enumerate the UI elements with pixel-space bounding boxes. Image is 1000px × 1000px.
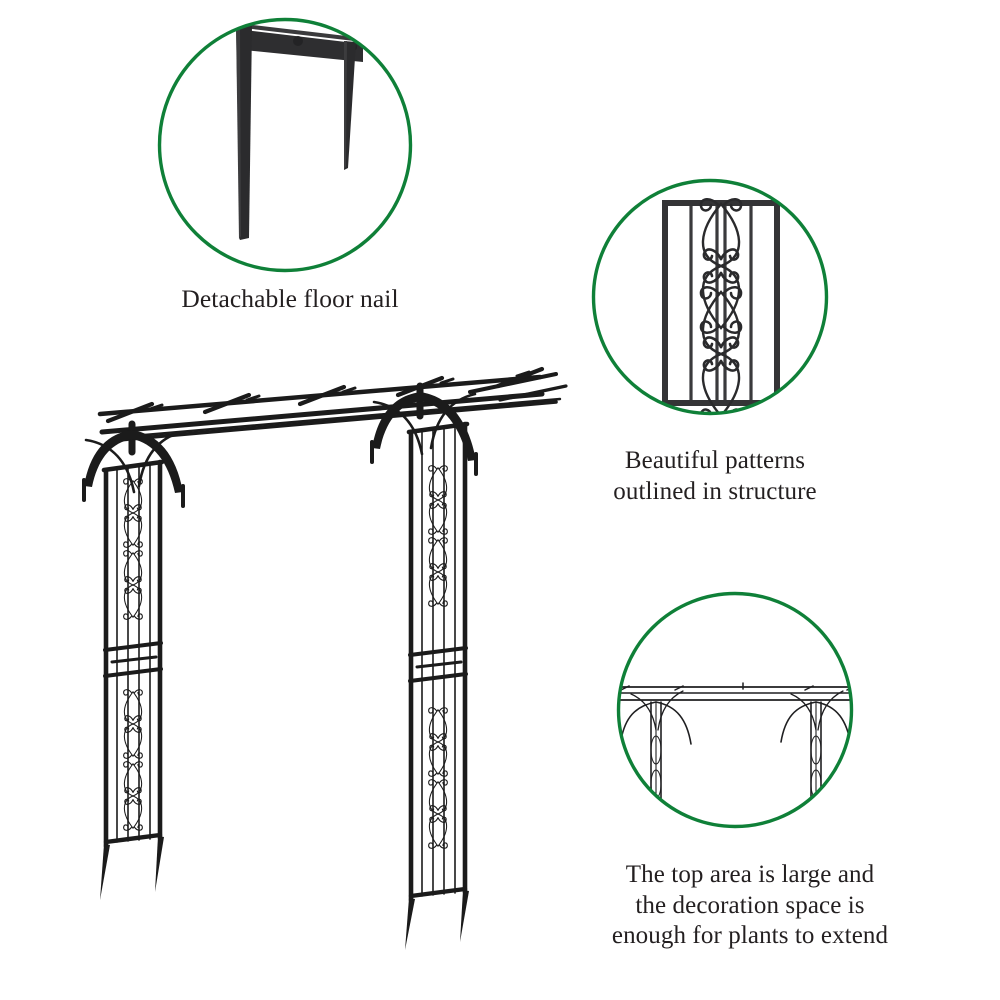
scrollwork-panel-photo [594,181,826,413]
callout-caption-floor-nail: Detachable floor nail [181,284,399,313]
callout-caption-beautiful-patterns: Beautiful patterns outlined in structure [613,447,817,505]
callout-detachable-floor-nail [157,17,413,273]
callout-beautiful-patterns [591,178,829,416]
callout-large-top-area [616,591,854,829]
ground-stake-photo [160,20,410,270]
callout-ring [616,591,854,829]
callout-ring [157,17,413,273]
callout-ring [591,178,829,416]
callout-caption-large-top-area: The top area is large and the decoration… [611,861,889,949]
arbor-top-lineart [619,594,851,826]
